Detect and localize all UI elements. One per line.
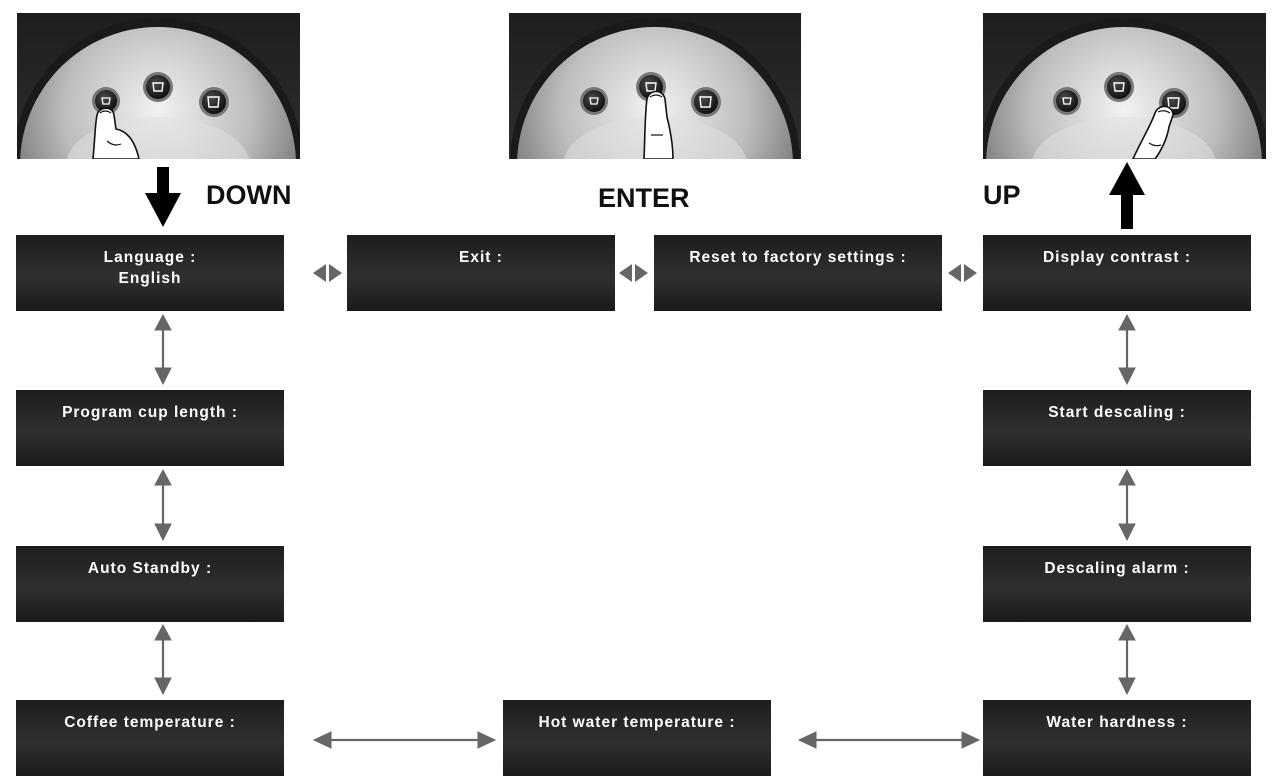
menu-reset-title: Reset to factory settings : [689,249,907,266]
menu-reset-factory[interactable]: Reset to factory settings : [654,235,942,311]
enter-label: ENTER [598,183,690,213]
down-arrow-icon [145,167,181,227]
small-cup-icon[interactable] [1053,87,1081,115]
large-cup-icon[interactable] [691,87,721,117]
up-down-connector-icon [1118,468,1136,542]
menu-descaling-alarm[interactable]: Descaling alarm : [983,546,1251,622]
menu-water-hardness-title: Water hardness : [1046,714,1188,731]
menu-language-value: English [118,270,182,287]
left-right-connector-icon [619,264,648,282]
up-down-connector-icon [154,623,172,696]
menu-descaling-alarm-title: Descaling alarm : [1044,560,1190,577]
up-arrow-icon [1109,162,1145,229]
menu-coffee-temperature[interactable]: Coffee temperature : [16,700,284,776]
menu-auto-standby[interactable]: Auto Standby : [16,546,284,622]
menu-start-descaling[interactable]: Start descaling : [983,390,1251,466]
control-panel-enter [509,13,801,159]
up-down-connector-icon [154,468,172,542]
pointing-finger-icon [643,90,674,159]
down-label: DOWN [206,180,292,210]
left-right-connector-icon [797,731,981,749]
menu-exit[interactable]: Exit : [347,235,615,311]
menu-program-cup-length[interactable]: Program cup length : [16,390,284,466]
left-right-connector-icon [948,264,977,282]
menu-program-cup-length-title: Program cup length : [62,404,238,421]
medium-cup-icon[interactable] [143,72,173,102]
menu-hot-water-temperature[interactable]: Hot water temperature : [503,700,771,776]
control-panel-down [17,13,300,159]
up-down-connector-icon [1118,623,1136,696]
menu-coffee-temperature-title: Coffee temperature : [64,714,236,731]
left-right-connector-icon [313,264,342,282]
small-cup-icon[interactable] [580,87,608,115]
menu-language-title: Language : [103,249,197,266]
large-cup-icon[interactable] [199,87,229,117]
left-right-connector-icon [312,731,497,749]
pointing-finger-icon [92,107,140,159]
menu-display-contrast-title: Display contrast : [1042,249,1192,266]
small-cup-icon[interactable] [92,87,120,115]
menu-exit-title: Exit : [459,249,503,266]
up-down-connector-icon [154,313,172,386]
menu-start-descaling-title: Start descaling : [1048,404,1186,421]
medium-cup-icon[interactable] [1104,72,1134,102]
menu-display-contrast[interactable]: Display contrast : [983,235,1251,311]
menu-water-hardness[interactable]: Water hardness : [983,700,1251,776]
up-down-connector-icon [1118,313,1136,386]
menu-auto-standby-title: Auto Standby : [87,560,213,577]
menu-hot-water-temperature-title: Hot water temperature : [538,714,736,731]
control-panel-up [983,13,1266,159]
up-label: UP [983,180,1021,210]
pointing-finger-icon [1132,105,1174,159]
menu-language[interactable]: Language : English [16,235,284,311]
